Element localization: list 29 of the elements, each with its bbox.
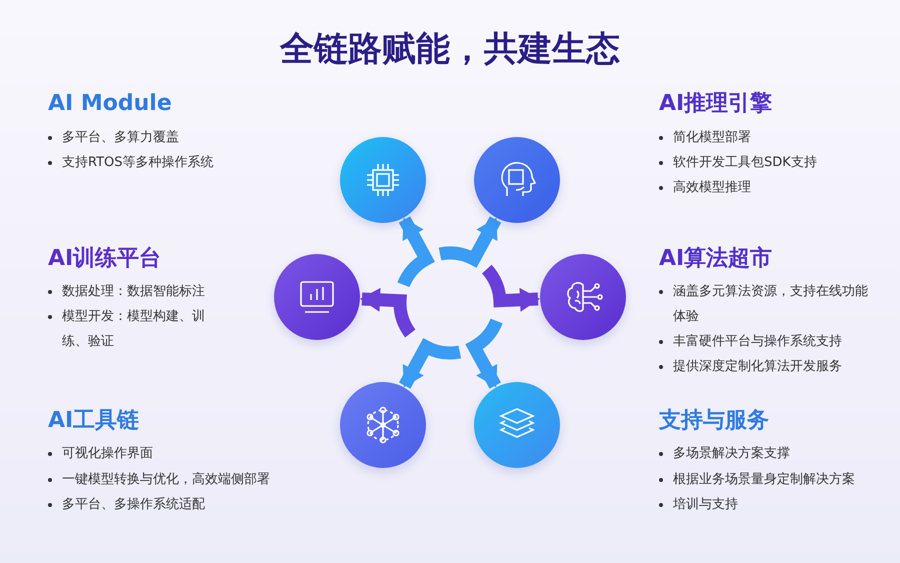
title: 全链路赋能，共建生态 [280,28,620,71]
bullet-item: 支持RTOS等多种操作系统 [48,150,278,174]
bullet-item: 高效模型推理 [659,174,879,200]
bullet-item: 培训与支持 [659,492,879,516]
section-heading: AI训练平台 [48,245,162,273]
bullet-item: 简化模型部署 [659,124,879,150]
bullet-item: 模型开发：模型构建、训练、验证 [48,304,226,354]
section-heading: AI算法超市 [659,245,772,273]
bullet-item: 根据业务场景量身定制解决方案 [659,466,879,492]
section-heading: 支持与服务 [659,407,769,435]
bullet-item: 提供深度定制化算法开发服务 [659,354,879,378]
bullet-item: 多平台、多算力覆盖 [48,124,278,150]
section-heading: AI推理引擎 [659,90,772,118]
arrow [398,216,433,288]
arrow [399,340,461,389]
bullet-item: 多场景解决方案支撑 [659,440,879,466]
arrow [468,318,503,389]
bullet-item: 数据处理：数据智能标注 [48,278,248,304]
bullet-item: 丰富硬件平台与操作系统支持 [659,328,879,354]
bullet-item: 软件开发工具包SDK支持 [659,150,879,174]
bullet-item: 可视化操作界面 [48,440,288,466]
section-heading: AI工具链 [48,407,140,435]
bullet-item: 多平台、多操作系统适配 [48,492,288,516]
arrow [482,265,540,312]
arrow [360,288,416,338]
bullet-item: 涵盖多元算法资源，支持在线功能体验 [659,279,869,329]
section-heading: AI Module [48,90,172,118]
bullet-item: 一键模型转换与优化，高效端侧部署 [48,466,288,492]
arrow [439,216,502,266]
